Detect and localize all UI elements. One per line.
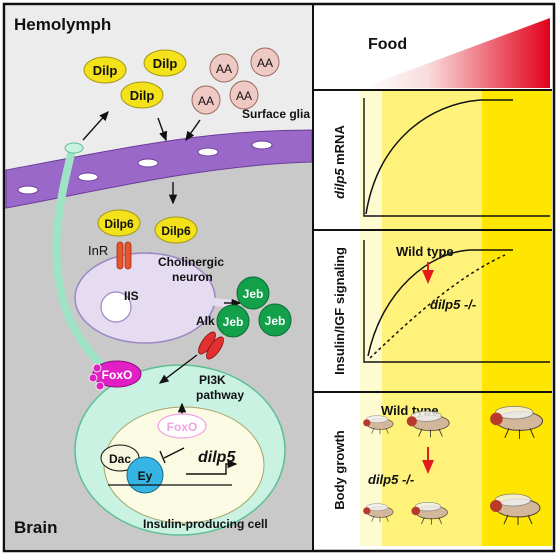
inhibition-bar [159, 450, 166, 464]
food-gradient-wedge [362, 18, 550, 88]
svg-text:Dilp6: Dilp6 [161, 224, 191, 238]
neuron-nucleus [100, 291, 132, 323]
foxo-phosphorylated: FoxO [88, 360, 142, 391]
band-low-food [360, 90, 382, 546]
ipc-axon [52, 146, 116, 376]
row3-mutant-label: dilp5 -/- [368, 472, 414, 487]
ey-factor: Ey [126, 456, 164, 494]
row3-label: Body growth [332, 430, 347, 509]
band-high-food [482, 90, 552, 546]
inr-receptor [116, 241, 132, 270]
svg-text:AA: AA [257, 56, 273, 70]
svg-text:Jeb: Jeb [223, 315, 244, 329]
alk-receptor [198, 331, 224, 360]
dilp-group: Dilp Dilp Dilp [83, 49, 187, 109]
hemolymph-label: Hemolymph [14, 15, 111, 34]
dilp5-gene-label: dilp5 [198, 449, 236, 466]
left-panel: Hemolymph Brain Surface glia Dilp Dilp D… [5, 6, 313, 549]
ipc-label: Insulin-producing cell [143, 517, 268, 531]
row2-mutant-curve [369, 254, 506, 359]
row2-label: Insulin/IGF signaling [332, 247, 347, 375]
svg-text:Dilp: Dilp [130, 88, 155, 103]
aa-molecule: AA [229, 80, 259, 110]
iis-label: IIS [124, 289, 139, 303]
fly-icon [490, 493, 541, 525]
row1-curve [365, 99, 513, 215]
jeb-molecule: Jeb [216, 304, 250, 338]
svg-text:FoxO: FoxO [167, 420, 198, 434]
svg-text:Ey: Ey [138, 469, 153, 483]
dilp-molecule: Dilp [83, 56, 127, 84]
glia-nuclei [17, 140, 273, 195]
row2-wildtype-label: Wild type [396, 244, 454, 259]
svg-text:AA: AA [198, 94, 214, 108]
surface-glia-label: Surface glia [242, 107, 310, 121]
cholinergic-label-2: neuron [172, 270, 213, 284]
dac-factor: Dac [100, 444, 140, 472]
svg-text:AA: AA [216, 62, 232, 76]
aa-group: AA AA AA AA [191, 47, 280, 115]
svg-text:Dac: Dac [109, 452, 131, 466]
svg-text:Dilp: Dilp [93, 63, 118, 78]
row2-mutant-label: dilp5 -/- [430, 297, 476, 312]
svg-text:Jeb: Jeb [243, 287, 264, 301]
aa-molecule: AA [250, 47, 280, 77]
fly-icon [363, 415, 394, 435]
inhibition-line [163, 447, 185, 459]
row1-axes [363, 98, 550, 217]
fly-icon [363, 503, 394, 523]
jeb-molecule: Jeb [258, 303, 292, 337]
foxo-nuclear: FoxO [157, 413, 207, 439]
cholinergic-label-1: Cholinergic [158, 255, 224, 269]
dilp-molecule: Dilp [120, 81, 164, 109]
aa-molecule: AA [209, 53, 239, 83]
fly-icon [411, 502, 448, 525]
food-label: Food [368, 36, 407, 53]
right-panel: Food dilp5 mRNA Insulin/IGF signaling Bo… [314, 18, 552, 546]
signal-arrows [82, 110, 242, 475]
pi3k-label-1: PI3K [199, 373, 226, 387]
svg-text:FoxO: FoxO [102, 368, 133, 382]
brain-label: Brain [14, 518, 57, 537]
svg-text:AA: AA [236, 89, 252, 103]
axon-terminal [64, 142, 84, 154]
jeb-molecule: Jeb [236, 276, 270, 310]
dilp-molecule: Dilp [143, 49, 187, 77]
dilp6-molecule: Dilp6 [154, 216, 198, 244]
svg-text:Jeb: Jeb [265, 314, 286, 328]
row2-axes [363, 240, 550, 363]
pi3k-label-2: pathway [196, 388, 244, 402]
inr-label: InR [88, 243, 108, 258]
row1-label: dilp5 mRNA [332, 125, 347, 199]
fly-icon [406, 410, 450, 438]
alk-label: Alk [196, 314, 215, 328]
aa-molecule: AA [191, 85, 221, 115]
svg-text:Dilp: Dilp [153, 56, 178, 71]
fly-icon [490, 405, 544, 439]
dilp6-molecule: Dilp6 [97, 209, 141, 237]
row2-wildtype-curve [367, 249, 513, 357]
svg-text:Dilp6: Dilp6 [104, 217, 134, 231]
